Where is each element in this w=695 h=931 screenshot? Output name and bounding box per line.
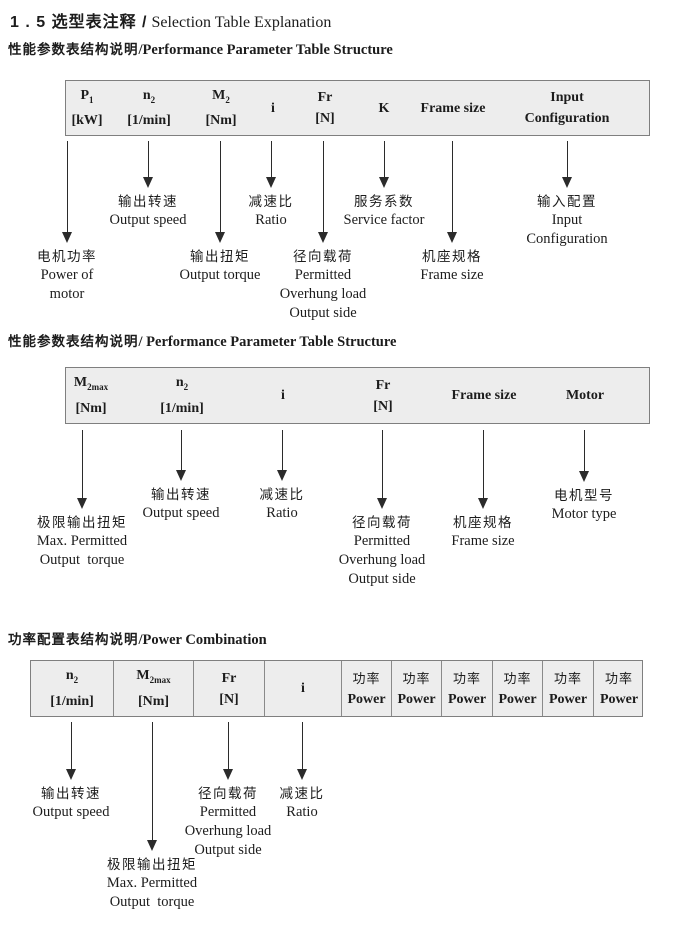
t1-col-i: i xyxy=(271,100,275,116)
arrow-line xyxy=(384,141,385,179)
arrow-line xyxy=(483,430,484,500)
arrow-line xyxy=(302,722,303,771)
section1-heading-zh: 性能参数表结构说明 xyxy=(8,42,139,57)
arrow-line xyxy=(323,141,324,234)
t2-col-frame-size: Frame size xyxy=(451,388,517,403)
s1-callout-motor-power: 电机功率 Power of motor xyxy=(37,249,97,302)
t2-col-i: i xyxy=(281,388,285,403)
s3-callout-max-output-torque: 极限输出扭矩 Max. Permitted Output torque xyxy=(106,857,198,910)
arrow-line xyxy=(220,141,221,234)
t1-col-p1: P1 [kW] xyxy=(71,87,103,129)
t2-col-motor: Motor xyxy=(565,388,605,403)
t3-col-power-1: 功率 Power xyxy=(341,661,391,716)
section1-heading: 性能参数表结构说明/Performance Parameter Table St… xyxy=(8,38,393,59)
t3-col-i: i xyxy=(264,661,341,716)
t1-col-fr: Fr [N] xyxy=(315,90,335,126)
t2-col-n2: n2 [1/min] xyxy=(160,375,204,416)
t3-col-power-5: 功率 Power xyxy=(542,661,593,716)
t1-col-input-config: Input Configuration xyxy=(524,90,610,126)
s1-callout-input-config: 输入配置 Input Configuration xyxy=(526,194,608,247)
s1-callout-frame-size: 机座规格 Frame size xyxy=(420,249,484,283)
table-performance-1: P1 [kW] n2 [1/min] M2 [Nm] i Fr [N] K Fr… xyxy=(65,80,650,136)
arrow-line xyxy=(148,141,149,179)
s1-callout-overhung-load: 径向载荷 Permitted Overhung load Output side xyxy=(279,249,367,321)
section2-heading: 性能参数表结构说明/ Performance Parameter Table S… xyxy=(8,330,396,351)
s2-callout-output-speed: 输出转速 Output speed xyxy=(142,487,220,521)
arrow-line xyxy=(71,722,72,771)
t3-col-power-6: 功率 Power xyxy=(593,661,644,716)
arrow-head-icon xyxy=(143,177,153,188)
t1-col-m2: M2 [Nm] xyxy=(205,87,237,129)
t3-col-fr: Fr [N] xyxy=(193,661,264,716)
arrow-line xyxy=(67,141,68,234)
arrow-line xyxy=(382,430,383,500)
arrow-head-icon xyxy=(176,470,186,481)
section3-heading-zh: 功率配置表结构说明 xyxy=(8,632,139,647)
s1-callout-service-factor: 服务系数 Service factor xyxy=(343,194,425,228)
arrow-head-icon xyxy=(579,471,589,482)
s3-callout-output-speed: 输出转速 Output speed xyxy=(32,786,110,820)
arrow-head-icon xyxy=(277,470,287,481)
s2-callout-overhung-load: 径向载荷 Permitted Overhung load Output side xyxy=(338,515,426,587)
s1-callout-output-torque: 输出扭矩 Output torque xyxy=(179,249,261,283)
arrow-line xyxy=(584,430,585,473)
arrow-line xyxy=(152,722,153,842)
s1-callout-ratio: 减速比 Ratio xyxy=(248,194,294,228)
arrow-line xyxy=(181,430,182,472)
arrow-line xyxy=(567,141,568,179)
arrow-head-icon xyxy=(297,769,307,780)
t3-col-n2: n2 [1/min] xyxy=(50,668,94,709)
arrow-head-icon xyxy=(318,232,328,243)
arrow-head-icon xyxy=(377,498,387,509)
s2-callout-ratio: 减速比 Ratio xyxy=(259,487,305,521)
arrow-head-icon xyxy=(77,498,87,509)
s2-callout-max-output-torque: 极限输出扭矩 Max. Permitted Output torque xyxy=(36,515,128,568)
section3-heading-en: /Power Combination xyxy=(138,632,267,648)
t1-col-n2: n2 [1/min] xyxy=(127,87,171,129)
s3-callout-ratio: 减速比 Ratio xyxy=(279,786,325,820)
s2-callout-motor-type: 电机型号 Motor type xyxy=(551,488,617,522)
arrow-line xyxy=(452,141,453,234)
t2-col-fr: Fr [N] xyxy=(373,377,393,414)
arrow-head-icon xyxy=(379,177,389,188)
t3-col-power-2: 功率 Power xyxy=(391,661,441,716)
arrow-head-icon xyxy=(478,498,488,509)
page-title-en: Selection Table Explanation xyxy=(147,14,332,31)
power-table-row: n2 [1/min] M2max [Nm] Fr [N] i 功率 Power … xyxy=(31,661,644,716)
section2-heading-en: / Performance Parameter Table Structure xyxy=(138,334,397,350)
arrow-head-icon xyxy=(62,232,72,243)
arrow-line xyxy=(282,430,283,472)
section2-heading-zh: 性能参数表结构说明 xyxy=(8,334,139,349)
section1-heading-en: /Performance Parameter Table Structure xyxy=(138,42,393,58)
s2-callout-frame-size: 机座规格 Frame size xyxy=(451,515,515,549)
s3-callout-overhung-load: 径向载荷 Permitted Overhung load Output side xyxy=(184,786,272,858)
t1-col-k: K xyxy=(378,100,390,116)
t1-col-frame-size: Frame size xyxy=(420,100,486,116)
page-title-zh: 1 . 5 选型表注释 / xyxy=(10,14,148,31)
arrow-head-icon xyxy=(147,840,157,851)
t3-col-m2max: M2max [Nm] xyxy=(113,661,193,716)
table-performance-2: M2max [Nm] n2 [1/min] i Fr [N] Frame siz… xyxy=(65,367,650,424)
t3-col-power-3: 功率 Power xyxy=(441,661,492,716)
arrow-line xyxy=(271,141,272,179)
page-title: 1 . 5 选型表注释 / Selection Table Explanatio… xyxy=(10,8,331,32)
arrow-head-icon xyxy=(266,177,276,188)
arrow-head-icon xyxy=(562,177,572,188)
arrow-head-icon xyxy=(447,232,457,243)
arrow-head-icon xyxy=(223,769,233,780)
s1-callout-output-speed: 输出转速 Output speed xyxy=(109,194,187,228)
arrow-line xyxy=(82,430,83,500)
t3-col-power-4: 功率 Power xyxy=(492,661,542,716)
section3-heading: 功率配置表结构说明/Power Combination xyxy=(8,628,267,649)
arrow-head-icon xyxy=(66,769,76,780)
t2-col-m2max: M2max [Nm] xyxy=(73,375,109,416)
table-power-combination: n2 [1/min] M2max [Nm] Fr [N] i 功率 Power … xyxy=(30,660,643,717)
arrow-head-icon xyxy=(215,232,225,243)
arrow-line xyxy=(228,722,229,771)
